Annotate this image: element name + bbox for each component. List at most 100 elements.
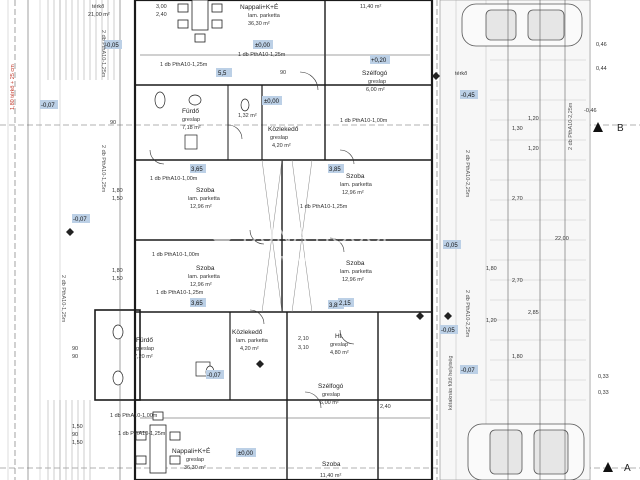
svg-text:±0,00: ±0,00 bbox=[255, 43, 271, 49]
terrace-hatch-top bbox=[47, 0, 115, 80]
room-nappali-bottom: Nappali+K+É greslap 36,30 m² bbox=[172, 446, 211, 471]
svg-text:A: A bbox=[624, 463, 631, 474]
svg-text:90: 90 bbox=[72, 354, 78, 360]
room-wc-top: 1,32 m² bbox=[238, 113, 257, 119]
watermark-brand: DUNA HOUSE bbox=[242, 223, 397, 248]
level-tag: ±0,00 bbox=[262, 96, 282, 105]
level-tags: ±0,00 -0,07 -0,07 -0,05 -0,45 +0,20 -0,0… bbox=[40, 40, 478, 457]
svg-text:-0,07: -0,07 bbox=[73, 217, 87, 223]
svg-text:90: 90 bbox=[280, 70, 286, 76]
building-walls bbox=[133, 0, 434, 480]
svg-text:12,96 m²: 12,96 m² bbox=[342, 190, 364, 196]
watermark-logo-icon bbox=[208, 220, 236, 248]
svg-text:Szoba: Szoba bbox=[196, 265, 215, 272]
svg-text:B: B bbox=[617, 123, 624, 134]
svg-text:36,30 m²: 36,30 m² bbox=[248, 21, 270, 27]
room-kozlekedo-top: Közlekedő greslap 4,20 m² bbox=[268, 126, 299, 149]
svg-text:4,20 m²: 4,20 m² bbox=[272, 143, 291, 149]
svg-text:-0,05: -0,05 bbox=[105, 43, 119, 49]
svg-text:7,20 m²: 7,20 m² bbox=[134, 354, 153, 360]
far-right-note: 2 db PthA10-2,25m bbox=[568, 102, 574, 150]
level-markers bbox=[66, 72, 452, 368]
svg-text:greslap: greslap bbox=[186, 457, 204, 463]
svg-text:lam. parketta: lam. parketta bbox=[188, 274, 221, 280]
svg-text:90: 90 bbox=[72, 346, 78, 352]
room-szoba-1: Szoba lam. parketta 12,96 m² bbox=[188, 187, 221, 210]
svg-text:3,65: 3,65 bbox=[191, 301, 203, 307]
svg-text:3,65: 3,65 bbox=[191, 167, 203, 173]
dining-table-bottom bbox=[135, 411, 181, 474]
level-tag: 5,5 bbox=[216, 68, 232, 77]
svg-text:1,50: 1,50 bbox=[72, 424, 83, 430]
svg-text:1 db PthA10-1,00m: 1 db PthA10-1,00m bbox=[340, 118, 388, 124]
level-tag: 3,65 bbox=[190, 164, 206, 173]
svg-text:-0,45: -0,45 bbox=[461, 93, 475, 99]
svg-text:Szélfogó: Szélfogó bbox=[318, 383, 344, 390]
svg-text:2,70: 2,70 bbox=[512, 278, 523, 284]
dining-table-top bbox=[177, 0, 223, 43]
axis-marker-b: B bbox=[593, 122, 624, 134]
svg-text:5,5: 5,5 bbox=[218, 71, 227, 77]
svg-text:1,80: 1,80 bbox=[512, 354, 523, 360]
svg-text:1 db PthA10-1,00m: 1 db PthA10-1,00m bbox=[110, 413, 158, 419]
svg-text:4,80 m²: 4,80 m² bbox=[330, 350, 349, 356]
svg-text:4,20 m²: 4,20 m² bbox=[240, 346, 259, 352]
svg-text:Szoba: Szoba bbox=[196, 187, 215, 194]
room-kozlekedo-bottom: Közlekedő lam. parketta 4,20 m² bbox=[232, 329, 269, 352]
svg-text:1,20: 1,20 bbox=[528, 146, 539, 152]
level-tag: -0,45 bbox=[460, 90, 478, 99]
level-tag: -0,05 bbox=[440, 325, 458, 334]
level-tag: 3,65 bbox=[190, 298, 206, 307]
svg-text:±0,00: ±0,00 bbox=[264, 99, 280, 105]
room-szelfogo-top: Szélfogó greslap 6,00 m² bbox=[362, 70, 388, 93]
svg-text:-0,07: -0,07 bbox=[207, 373, 221, 379]
svg-text:greslap: greslap bbox=[322, 392, 340, 398]
svg-text:1 db PthA10-1,00m: 1 db PthA10-1,00m bbox=[150, 176, 198, 182]
left-vertical-note-1: 2 db PthA10-1,25m bbox=[100, 30, 106, 78]
svg-text:-0,05: -0,05 bbox=[444, 243, 458, 249]
svg-text:12,96 m²: 12,96 m² bbox=[190, 204, 212, 210]
svg-text:lam. parketta: lam. parketta bbox=[340, 182, 373, 188]
side-notes: térkő 2 db PthA10-2,25m 2 db PthA10-2,25… bbox=[10, 30, 574, 410]
svg-text:1,80: 1,80 bbox=[112, 268, 123, 274]
svg-text:Közlekedő: Közlekedő bbox=[232, 329, 263, 336]
svg-text:greslap: greslap bbox=[136, 346, 154, 352]
svg-text:1,50: 1,50 bbox=[112, 196, 123, 202]
svg-text:1,30: 1,30 bbox=[512, 126, 523, 132]
svg-text:0,44: 0,44 bbox=[596, 66, 607, 72]
svg-text:3,10: 3,10 bbox=[298, 345, 309, 351]
svg-text:0,33: 0,33 bbox=[598, 390, 609, 396]
svg-text:21,00 m²: 21,00 m² bbox=[88, 12, 110, 18]
svg-text:Közlekedő: Közlekedő bbox=[268, 126, 299, 133]
room-ht: Ht. greslap 4,80 m² bbox=[330, 333, 349, 356]
room-szoba-3: Szoba lam. parketta 12,96 m² bbox=[188, 265, 221, 288]
watermark-url: www.dh.hu bbox=[277, 253, 332, 265]
svg-text:1,20: 1,20 bbox=[528, 116, 539, 122]
right-vertical-note-2: 2 db PthA10-2,25m bbox=[464, 290, 470, 338]
corridor-hatch bbox=[261, 159, 313, 313]
svg-text:térkő: térkő bbox=[92, 4, 104, 10]
svg-text:+0,20: +0,20 bbox=[371, 58, 387, 64]
svg-text:lam. parketta: lam. parketta bbox=[340, 269, 373, 275]
svg-text:greslap: greslap bbox=[368, 79, 386, 85]
svg-text:Szoba: Szoba bbox=[346, 260, 365, 267]
far-left-red-note: 1,80 térkő + 25 cm bbox=[10, 64, 16, 110]
bath-fixtures-top bbox=[154, 91, 250, 150]
terrace-hatch-bottom bbox=[47, 400, 91, 480]
door-swings bbox=[149, 71, 355, 409]
left-vertical-note-3: 2 db PthA10-1,25m bbox=[60, 275, 66, 323]
room-terko-top: térkő 21,00 m² bbox=[88, 4, 110, 18]
room-furdo-top: Fürdő greslap 7,18 m² bbox=[182, 108, 201, 131]
svg-text:2,40: 2,40 bbox=[380, 404, 391, 410]
room-labels: Nappali+K+É lam. parketta 36,30 m² 11,40… bbox=[88, 2, 388, 479]
svg-text:2,85: 2,85 bbox=[528, 310, 539, 316]
room-szelfogo-bottom: Szélfogó greslap 6,00 m² bbox=[318, 383, 344, 406]
far-right-vertical-note: kétaknás fűtő helyiség bbox=[448, 356, 454, 410]
svg-text:1,20: 1,20 bbox=[486, 318, 497, 324]
watermark: DUNA HOUSE www.dh.hu bbox=[208, 220, 397, 265]
svg-text:Szélfogó: Szélfogó bbox=[362, 70, 388, 77]
level-tag: 2,15 bbox=[338, 298, 354, 307]
room-szoba-2: Szoba lam. parketta 12,96 m² bbox=[340, 173, 373, 196]
svg-text:-0,05: -0,05 bbox=[441, 328, 455, 334]
